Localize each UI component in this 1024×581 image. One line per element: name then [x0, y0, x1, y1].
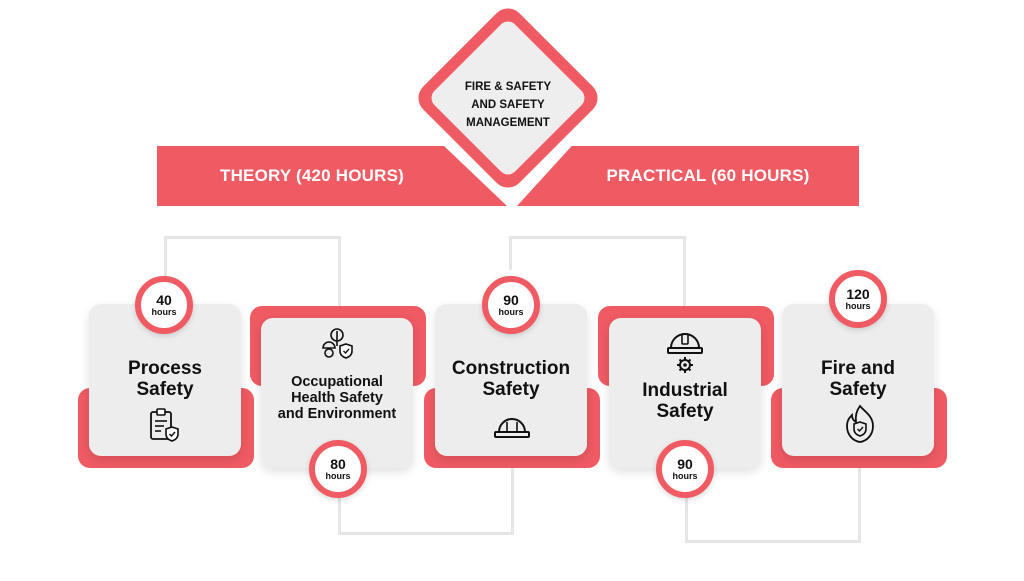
module-title: Process Safety [128, 358, 202, 400]
theory-label: THEORY (420 HOURS) [219, 166, 405, 185]
module-card-fire-and-safety[interactable] [782, 304, 934, 456]
fire-shield-icon [846, 404, 874, 443]
connector-line [164, 236, 340, 239]
hours-badge: 120 hours [829, 270, 887, 328]
connector-line [509, 236, 685, 239]
connector-line [164, 236, 167, 276]
helmet-gear-icon [667, 333, 703, 373]
module-title: Construction Safety [451, 358, 571, 400]
connector-line [685, 495, 688, 543]
worker-tree-shield-icon [322, 328, 353, 359]
practical-banner: PRACTICAL (60 HOURS) [517, 146, 859, 206]
connector-line [511, 460, 514, 535]
module-title: Fire and Safety [821, 358, 895, 400]
theory-banner: THEORY (420 HOURS) [157, 146, 507, 206]
hard-hat-icon [494, 418, 530, 438]
connector-line [858, 460, 861, 543]
connector-line [338, 532, 514, 535]
clipboard-shield-icon [150, 408, 179, 442]
hours-badge: 80 hours [309, 440, 367, 498]
hours-badge: 40 hours [135, 276, 193, 334]
center-title: FIRE & SAFETY AND SAFETY MANAGEMENT [464, 81, 552, 129]
connector-line [338, 495, 341, 535]
hours-badge: 90 hours [482, 276, 540, 334]
practical-label: PRACTICAL (60 HOURS) [606, 166, 810, 185]
connector-line [509, 236, 512, 270]
connector-line [683, 236, 686, 308]
connector-line [338, 236, 341, 308]
module-title: Occupational Health Safety and Environme… [277, 374, 397, 422]
connector-line [685, 540, 861, 543]
module-title: Industrial Safety [642, 380, 728, 422]
hours-badge: 90 hours [656, 440, 714, 498]
